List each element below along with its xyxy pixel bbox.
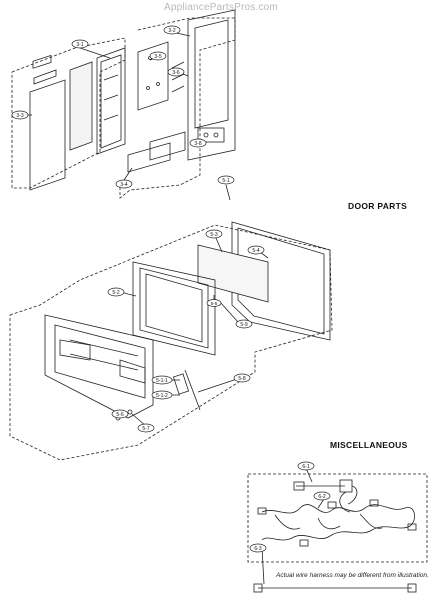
control-panel-front — [29, 79, 66, 191]
callout-text-5-1-2: 5-1-2 — [156, 393, 168, 399]
callout-text-5-4: 5-4 — [252, 248, 259, 254]
control-panel-enclosure — [11, 37, 126, 189]
callout-text-3-1: 3-1 — [76, 42, 83, 48]
callout-text-5-9: 5-9 — [240, 322, 247, 328]
callout-text-5-8: 5-8 — [238, 376, 245, 382]
callout-3-5 — [149, 51, 167, 61]
callout-5-8 — [233, 373, 251, 383]
callout-text-3-2: 3-2 — [168, 28, 175, 34]
callout-text-3-6: 3-6 — [172, 70, 179, 76]
relay-board-2 — [149, 131, 186, 161]
control-panel-frame — [96, 47, 126, 155]
callout-texts: 3-1 3-2 3-3 3-6 3-5 3-8 3-4 5-1 5-3 5-4 … — [16, 28, 325, 552]
callout-5-1 — [217, 175, 235, 185]
callout-3-4 — [115, 179, 133, 189]
callout-5-1-1 — [151, 375, 173, 385]
callout-5-2 — [107, 287, 125, 297]
wire-harness-main — [261, 504, 415, 541]
control-panel-frame-inner — [100, 54, 122, 149]
watermark-text: AppliancePartsPros.com — [164, 2, 278, 13]
callout-5-7 — [137, 423, 155, 433]
harness-note: Actual wire harness may be different fro… — [276, 572, 429, 579]
callout-labels — [11, 25, 331, 553]
callout-text-5-2: 5-2 — [112, 290, 119, 296]
control-panel-chassis — [187, 9, 236, 161]
callout-5-1-2 — [151, 390, 173, 400]
callout-5-5 — [206, 299, 222, 307]
door-glass — [197, 244, 269, 303]
callout-5-6 — [111, 409, 129, 419]
callout-5-3 — [205, 229, 223, 239]
callout-text-6-1: 6-1 — [302, 464, 309, 470]
callout-5-4 — [247, 245, 265, 255]
callout-6-2 — [313, 491, 331, 501]
control-panel-film — [69, 61, 93, 151]
callout-text-3-4: 3-4 — [120, 182, 127, 188]
callout-3-6 — [167, 67, 185, 77]
callout-text-3-5: 3-5 — [154, 54, 161, 60]
callout-text-5-5: 5-5 — [211, 301, 218, 306]
callout-3-1 — [71, 39, 89, 49]
callout-3-2 — [163, 25, 181, 35]
door-enclosure — [9, 224, 333, 461]
door-parts-heading: DOOR PARTS — [348, 201, 408, 211]
control-panel-group — [11, 9, 236, 199]
display-window — [32, 54, 52, 69]
keypad-board — [137, 41, 169, 111]
callout-6-3 — [249, 543, 267, 553]
door-parts-group — [9, 184, 333, 461]
miscellaneous-heading: MISCELLANEOUS — [330, 440, 408, 450]
callout-text-5-6: 5-6 — [116, 412, 123, 418]
callout-5-9 — [235, 319, 253, 329]
callout-text-5-1-1: 5-1-1 — [156, 378, 168, 384]
callout-text-5-1: 5-1 — [222, 178, 229, 184]
relay-board — [127, 142, 171, 173]
door-front-panel — [44, 314, 154, 419]
callout-text-6-2: 6-2 — [318, 494, 325, 500]
callout-text-5-7: 5-7 — [142, 426, 149, 432]
wire-harness-group — [247, 467, 428, 593]
display-window-piece — [33, 69, 57, 85]
callout-text-5-3: 5-3 — [210, 232, 217, 238]
callout-text-6-3: 6-3 — [254, 546, 261, 552]
door-inner-panel — [132, 261, 216, 356]
callout-text-3-3: 3-3 — [16, 113, 23, 119]
callout-3-8 — [189, 138, 207, 148]
callout-text-3-8: 3-8 — [194, 141, 201, 147]
callout-6-1 — [297, 461, 315, 471]
callout-3-3 — [11, 110, 29, 120]
door-latch — [184, 369, 201, 411]
